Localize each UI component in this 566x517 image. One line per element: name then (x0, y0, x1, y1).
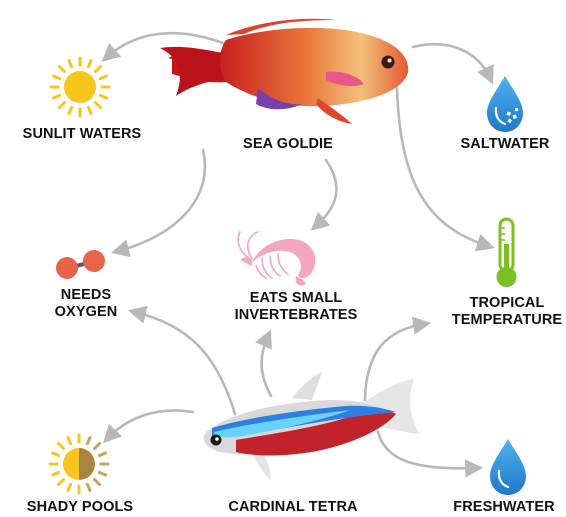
label-tropical-line1: TROPICAL (448, 295, 566, 312)
arrow-goldie-to-saltwater (413, 44, 490, 78)
label-needs-oxygen-line2: OXYGEN (40, 304, 132, 321)
label-saltwater: SALTWATER (448, 136, 562, 153)
arrow-goldie-to-temperature (397, 88, 488, 246)
arrow-tetra-to-invertebrates (262, 336, 271, 396)
label-freshwater: FRESHWATER (446, 499, 562, 516)
half-shaded-sun-icon (50, 435, 108, 493)
label-eats-small-invertebrates: EATS SMALL INVERTEBRATES (226, 290, 366, 324)
label-sea-goldie: SEA GOLDIE (228, 136, 348, 153)
arrow-tetra-to-shady (108, 410, 193, 438)
arrow-tetra-to-oxygen (135, 312, 235, 414)
arrow-tetra-to-freshwater (378, 432, 476, 468)
label-tropical-line2: TEMPERATURE (448, 312, 566, 329)
freshwater-drop-icon (490, 439, 526, 495)
label-needs-oxygen-line1: NEEDS (40, 287, 132, 304)
arrow-goldie-to-invertebrates (316, 160, 336, 226)
cardinal-tetra-fish-icon (204, 372, 420, 480)
label-shady-pools: SHADY POOLS (16, 499, 144, 516)
arrow-goldie-to-oxygen (118, 150, 205, 251)
shrimp-icon (238, 232, 315, 286)
label-eats-line1: EATS SMALL (226, 290, 366, 307)
thermometer-icon (497, 219, 517, 287)
saltwater-drop-icon (487, 76, 523, 132)
label-cardinal-tetra: CARDINAL TETRA (218, 499, 368, 516)
label-eats-line2: INVERTEBRATES (226, 307, 366, 324)
sun-icon (51, 58, 109, 116)
oxygen-molecule-icon (56, 250, 105, 279)
label-tropical-temperature: TROPICAL TEMPERATURE (448, 295, 566, 329)
label-sunlit-waters: SUNLIT WATERS (14, 126, 150, 143)
label-needs-oxygen: NEEDS OXYGEN (40, 287, 132, 321)
